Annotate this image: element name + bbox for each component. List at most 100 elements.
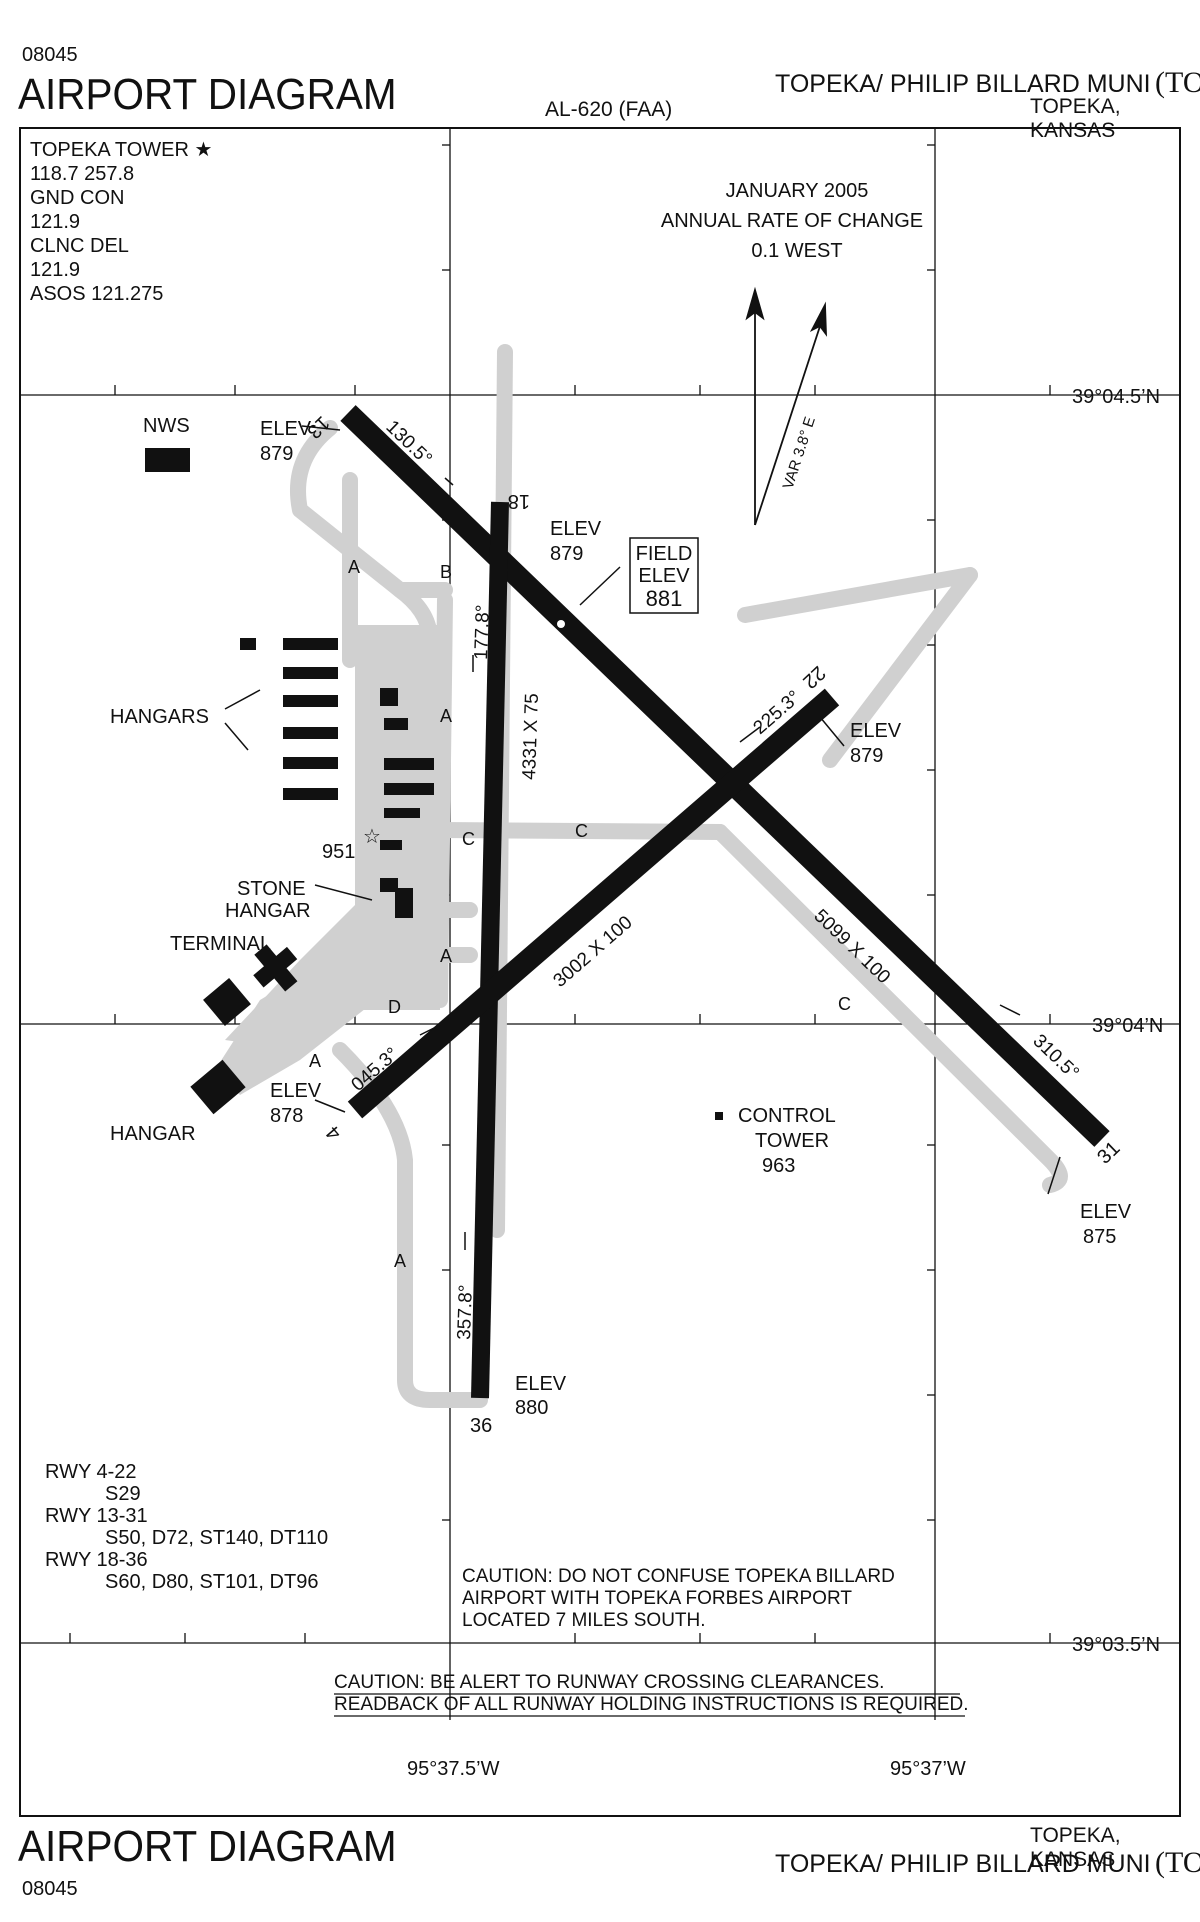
runways <box>340 405 1110 1399</box>
true-north-arrowhead <box>745 286 765 321</box>
strength-rwy-4-22-values: S29 <box>105 1483 141 1505</box>
hangar-label: HANGAR <box>110 1123 196 1145</box>
caution-confuse-2: AIRPORT WITH TOPEKA FORBES AIRPORT <box>462 1588 852 1609</box>
runway-18-elev-label: ELEV <box>550 518 602 540</box>
caution-crossing-2: READBACK OF ALL RUNWAY HOLDING INSTRUCTI… <box>334 1694 969 1715</box>
stone-hangar-label-1: STONE <box>237 878 306 900</box>
nws-building <box>145 448 190 472</box>
beacon-elevation: 951 <box>322 841 355 863</box>
ground-frequency: 121.9 <box>30 211 81 233</box>
runway-4-elev-label: ELEV <box>270 1080 322 1102</box>
hangars-label: HANGARS <box>110 706 209 728</box>
control-tower-label-1: CONTROL <box>738 1105 836 1127</box>
taxiway-labels: A B A C C A D A A C <box>309 557 851 1271</box>
runway-4-elev: 878 <box>270 1105 303 1127</box>
caution-confuse-1: CAUTION: DO NOT CONFUSE TOPEKA BILLARD <box>462 1566 895 1587</box>
field-elev-value: 881 <box>646 586 683 611</box>
page-title: AIRPORT DIAGRAM <box>18 70 397 119</box>
taxiway-label-a4: A <box>309 1051 321 1071</box>
star-icon: ★ <box>194 139 213 161</box>
runway-22-elev: 879 <box>850 745 883 767</box>
runway-4-22 <box>347 688 840 1119</box>
footer-chart-number: 08045 <box>22 1878 78 1900</box>
field-elevation-box <box>629 537 699 614</box>
airport-name: TOPEKA/ PHILIP BILLARD MUNI <box>775 70 1151 98</box>
latitude-label-2: 39°04’N <box>1092 1015 1163 1037</box>
control-tower-building <box>715 1112 723 1120</box>
terminal-label: TERMINAL <box>170 933 271 955</box>
magnetic-date: JANUARY 2005 <box>726 180 869 202</box>
taxiway-c-east <box>712 824 1068 1193</box>
beacon-icon: ☆ <box>363 826 381 848</box>
runway-13-elev: 879 <box>260 443 293 465</box>
control-tower-elev: 963 <box>762 1155 795 1177</box>
footer-city-state: TOPEKA, KANSAS <box>1030 1824 1121 1871</box>
runway-13-elev-label: ELEV <box>260 418 312 440</box>
hangar-building <box>283 638 338 650</box>
strength-rwy-18-36: RWY 18-36 <box>45 1549 148 1571</box>
latitude-label-3: 39°03.5’N <box>1072 1634 1160 1656</box>
magnetic-rate: 0.1 WEST <box>751 240 842 262</box>
footer-airport-name: TOPEKA/ PHILIP BILLARD MUNI <box>775 1850 1151 1878</box>
taxiway-label-b: B <box>440 562 452 582</box>
runway-36-elev-label: ELEV <box>515 1373 567 1395</box>
tower-label: TOPEKA TOWER <box>30 139 189 161</box>
runway-end-36: 36 <box>470 1415 492 1437</box>
magnetic-variation: VAR 3.8° E <box>780 415 819 492</box>
runway-36-elev: 880 <box>515 1397 548 1419</box>
magnetic-north-arrowhead <box>809 301 827 337</box>
taxiway-a-west <box>432 592 453 1008</box>
leader-lines <box>224 425 1061 1250</box>
taxiway-label-c1: C <box>462 829 475 849</box>
airport-name-header: TOPEKA/ PHILIP BILLARD MUNI (TOP) <box>775 66 1200 100</box>
footer-airport: TOPEKA/ PHILIP BILLARD MUNI (TOP) <box>775 1846 1200 1880</box>
taxiway-a-north <box>290 420 438 648</box>
city-state: TOPEKA, KANSAS <box>1030 95 1121 142</box>
longitude-label-2: 95°37’W <box>890 1758 966 1780</box>
strength-rwy-18-36-values: S60, D80, ST101, DT96 <box>105 1571 318 1593</box>
clearance-label: CLNC DEL <box>30 235 129 257</box>
buildings <box>145 448 723 1120</box>
south-hangar-building <box>190 1059 246 1115</box>
taxiway-label-d: D <box>388 997 401 1017</box>
field-elevation-point <box>557 620 565 628</box>
asos-frequency: ASOS 121.275 <box>30 283 164 305</box>
runway-36-heading: 357.8° <box>454 1284 477 1340</box>
field-elev-line2: ELEV <box>638 565 690 587</box>
tick-marks <box>69 144 1051 1643</box>
latitude-label-1: 39°04.5’N <box>1072 386 1160 408</box>
stone-hangar-label-2: HANGAR <box>225 900 311 922</box>
frequency-block: TOPEKA TOWER ★ 118.7 257.8 GND CON 121.9… <box>30 138 212 306</box>
taxiway-a-south <box>332 1042 488 1408</box>
lat-lon-grid <box>20 128 1180 1720</box>
strength-rwy-13-31: RWY 13-31 <box>45 1505 148 1527</box>
chart-frame <box>19 127 1181 1817</box>
procedure-id: AL-620 (FAA) <box>545 98 673 121</box>
facility-labels: NWS HANGARS STONE HANGAR TERMINAL HANGAR… <box>110 415 836 1177</box>
taxiway-label-a2: A <box>440 706 452 726</box>
tower-frequency: 118.7 257.8 <box>30 163 135 185</box>
magnetic-rate-label: ANNUAL RATE OF CHANGE <box>661 210 923 232</box>
runway-18-elev: 879 <box>550 543 583 565</box>
taxiway-22-extension <box>822 567 978 768</box>
ground-label: GND CON <box>30 187 125 209</box>
clearance-frequency: 121.9 <box>30 259 81 281</box>
runway-18-36 <box>471 501 509 1399</box>
caution-notes: CAUTION: DO NOT CONFUSE TOPEKA BILLARD A… <box>334 1566 969 1715</box>
runway-31-elev: 875 <box>1083 1226 1116 1248</box>
longitude-label-1: 95°37.5’W <box>407 1758 500 1780</box>
taxiway-label-a5: A <box>394 1251 406 1271</box>
footer-airport-code: (TOP) <box>1155 1846 1200 1879</box>
footer-title: AIRPORT DIAGRAM <box>18 1822 397 1871</box>
runway-end-4: 4 <box>322 1121 346 1144</box>
magnetic-north-line <box>754 319 823 526</box>
runway-end-22: 22 <box>798 661 829 692</box>
nws-label: NWS <box>143 415 190 437</box>
chart-number: 08045 <box>22 44 78 66</box>
control-tower-label-2: TOWER <box>755 1130 829 1152</box>
field-elev-line1: FIELD <box>636 543 693 565</box>
runway-end-18: 18 <box>508 490 530 512</box>
terminal-hangar-building <box>203 978 251 1026</box>
caution-confuse-3: LOCATED 7 MILES SOUTH. <box>462 1610 706 1631</box>
